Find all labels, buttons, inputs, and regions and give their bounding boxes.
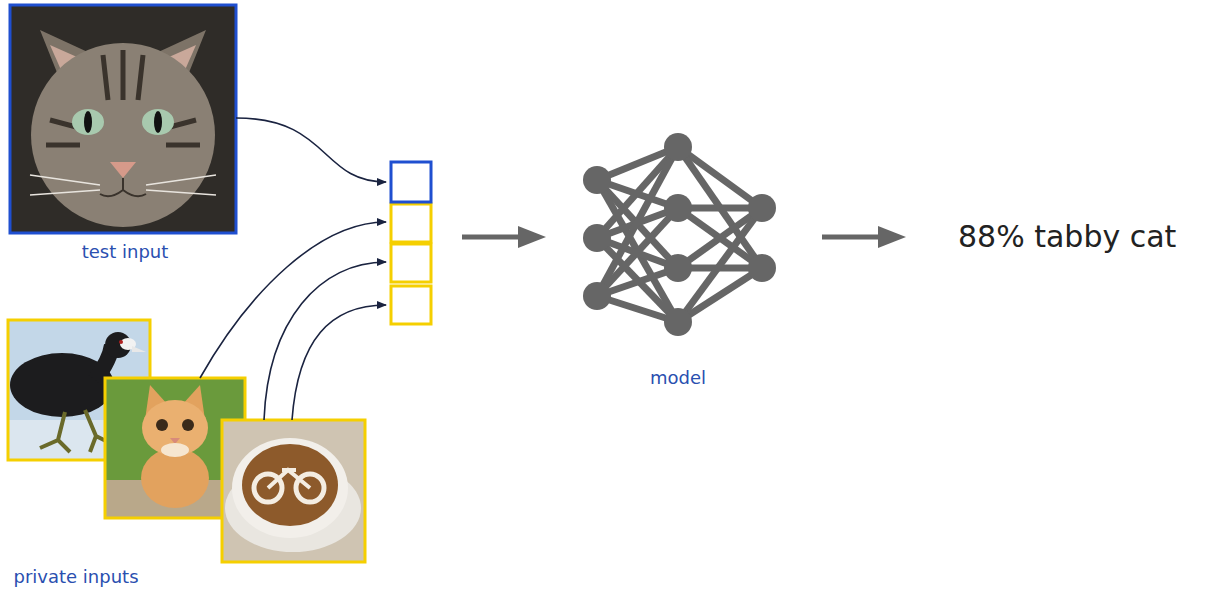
illustration-ellipse [232, 438, 348, 538]
test-input-image: test input [0, 0, 250, 268]
illustration-polygon [110, 162, 136, 178]
illustration-polygon [518, 226, 546, 248]
illustration-path [100, 178, 146, 196]
illustration-circle [156, 419, 168, 431]
illustration-path [292, 305, 386, 420]
network-neuron [583, 224, 611, 252]
network-link [678, 208, 762, 268]
illustration-circle [119, 340, 123, 344]
illustration-rect [10, 5, 236, 233]
illustration-polygon [132, 346, 146, 352]
illustration-rect [222, 420, 365, 562]
network-link [678, 208, 762, 268]
network-neuron [664, 194, 692, 222]
flow-arrows [462, 226, 906, 248]
network-neuron [583, 166, 611, 194]
illustration-rect [391, 204, 431, 242]
illustration-path [268, 470, 310, 488]
network-link [597, 208, 678, 296]
illustration-ellipse [161, 443, 189, 457]
illustration-ellipse [84, 111, 92, 133]
neural-network-icon [583, 133, 776, 336]
illustration-rect [391, 244, 431, 282]
input-arrows [200, 118, 386, 420]
network-link [678, 268, 762, 322]
illustration-path [30, 175, 216, 195]
network-neuron [583, 282, 611, 310]
network-neuron [748, 194, 776, 222]
illustration-line [462, 235, 522, 240]
illustration-ellipse [142, 109, 174, 135]
network-neuron [664, 133, 692, 161]
illustration-ellipse [242, 444, 338, 526]
illustration-path [236, 118, 386, 182]
illustration-polygon [878, 226, 906, 248]
illustration-path [200, 222, 386, 378]
caption: private inputs [13, 566, 138, 588]
caption: test input [82, 241, 169, 263]
illustration-path [46, 50, 200, 145]
illustration-rect [391, 286, 431, 324]
network-link [678, 147, 762, 208]
illustration-path [264, 262, 386, 420]
illustration-path [40, 410, 112, 452]
illustration-ellipse [154, 111, 162, 133]
coffee-photo [222, 420, 365, 562]
illustration-rect [391, 162, 431, 202]
caption: model [650, 367, 706, 389]
illustration-ellipse [31, 43, 215, 227]
private-inputs-group: private inputs [0, 312, 372, 590]
batch-slots [391, 162, 431, 324]
model-icon: model [568, 128, 790, 396]
cat-photo [10, 5, 236, 233]
illustration-ellipse [72, 109, 104, 135]
illustration-line [822, 235, 882, 240]
illustration-circle [182, 419, 194, 431]
network-neuron [664, 308, 692, 336]
network-neuron [664, 254, 692, 282]
illustration-ellipse [142, 400, 208, 456]
prediction-label: 88% tabby cat [958, 219, 1176, 255]
illustration-rect [10, 5, 236, 233]
network-neuron [748, 254, 776, 282]
illustration-rect [222, 420, 365, 562]
